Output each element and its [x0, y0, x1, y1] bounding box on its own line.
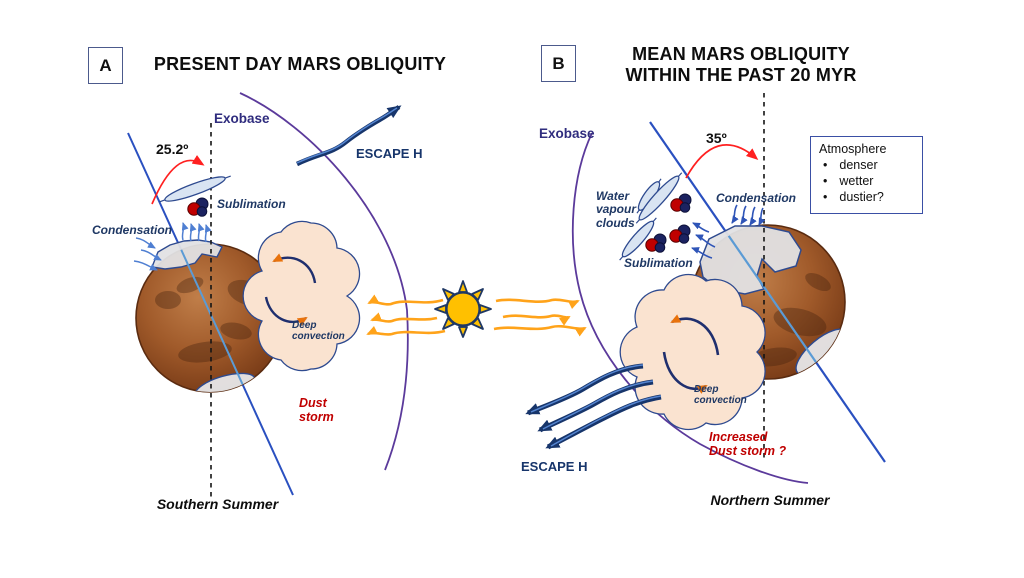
panel-a-label: A	[88, 47, 123, 84]
sublimation-label-a: Sublimation	[217, 197, 286, 211]
panel-a-art	[127, 92, 409, 497]
sunlight-arrows-left	[366, 294, 446, 336]
obliquity-angle-a: 25.2º	[156, 141, 189, 157]
atmosphere-item-wetter: wetter	[819, 174, 914, 188]
atmosphere-item-dustier: dustier?	[819, 190, 914, 204]
sublimation-label-b: Sublimation	[624, 256, 693, 270]
exobase-arc-b	[571, 132, 809, 484]
panel-a-title: PRESENT DAY MARS OBLIQUITY	[153, 54, 447, 74]
condensation-arrows-b	[731, 204, 766, 226]
convection-cloud-b	[619, 273, 766, 431]
panel-b-label: B	[541, 45, 576, 82]
panel-b-title: MEAN MARS OBLIQUITY WITHIN THE PAST 20 M…	[610, 44, 872, 86]
season-label-b: Northern Summer	[710, 492, 830, 508]
condensation-arrows-a	[133, 237, 162, 271]
deep-convection-label-b: Deep convection	[694, 384, 747, 407]
deep-convection-label-a: Deep convection	[292, 320, 345, 343]
dust-storm-label-a: Dust storm	[299, 396, 334, 424]
escape-h-label-b: ESCAPE H	[521, 459, 588, 474]
atmosphere-box-title: Atmosphere	[819, 142, 887, 156]
panel-b-art	[525, 93, 886, 484]
exobase-arc-a	[239, 92, 409, 471]
condensation-label-a: Condensation	[92, 223, 172, 237]
panel-b-title-line2: WITHIN THE PAST 20 MYR	[625, 65, 857, 85]
escape-h-label-a: ESCAPE H	[356, 146, 423, 161]
sublimation-arrows-b	[691, 222, 716, 259]
exobase-label-a: Exobase	[214, 111, 270, 126]
obliquity-angle-arrow-b	[685, 144, 759, 179]
panel-b-title-line1: MEAN MARS OBLIQUITY	[632, 44, 850, 64]
obliquity-angle-arrow-a	[151, 155, 205, 205]
convection-cycle-arrows-a	[264, 253, 317, 327]
water-cloud-lenses-b	[619, 172, 683, 261]
sun-icon	[434, 280, 492, 338]
atmosphere-box-list: denser wetter dustier?	[819, 158, 914, 204]
atmosphere-item-denser: denser	[819, 158, 914, 172]
obliquity-angle-b: 35º	[706, 130, 727, 146]
sunlight-arrows-right	[493, 298, 587, 337]
water-cloud-lens-a	[159, 175, 231, 203]
condensation-label-b: Condensation	[716, 191, 796, 205]
sublimation-arrows-a	[181, 222, 212, 243]
season-label-a: Southern Summer	[156, 496, 279, 512]
water-molecule-icon-a	[187, 197, 209, 217]
escape-h-arrow-a	[296, 105, 402, 167]
convection-cycle-arrows-b	[662, 314, 720, 394]
north-polar-cap-a	[151, 239, 223, 270]
atmosphere-info-box: Atmosphere denser wetter dustier?	[810, 136, 923, 214]
exobase-label-b: Exobase	[539, 126, 595, 141]
rotation-axis-b-overlay	[691, 225, 845, 379]
increased-dust-storm-label: Increased Dust storm ?	[709, 430, 787, 458]
water-vapour-clouds-label: Water vapour clouds	[596, 189, 637, 230]
escape-h-arrows-b	[525, 363, 662, 450]
